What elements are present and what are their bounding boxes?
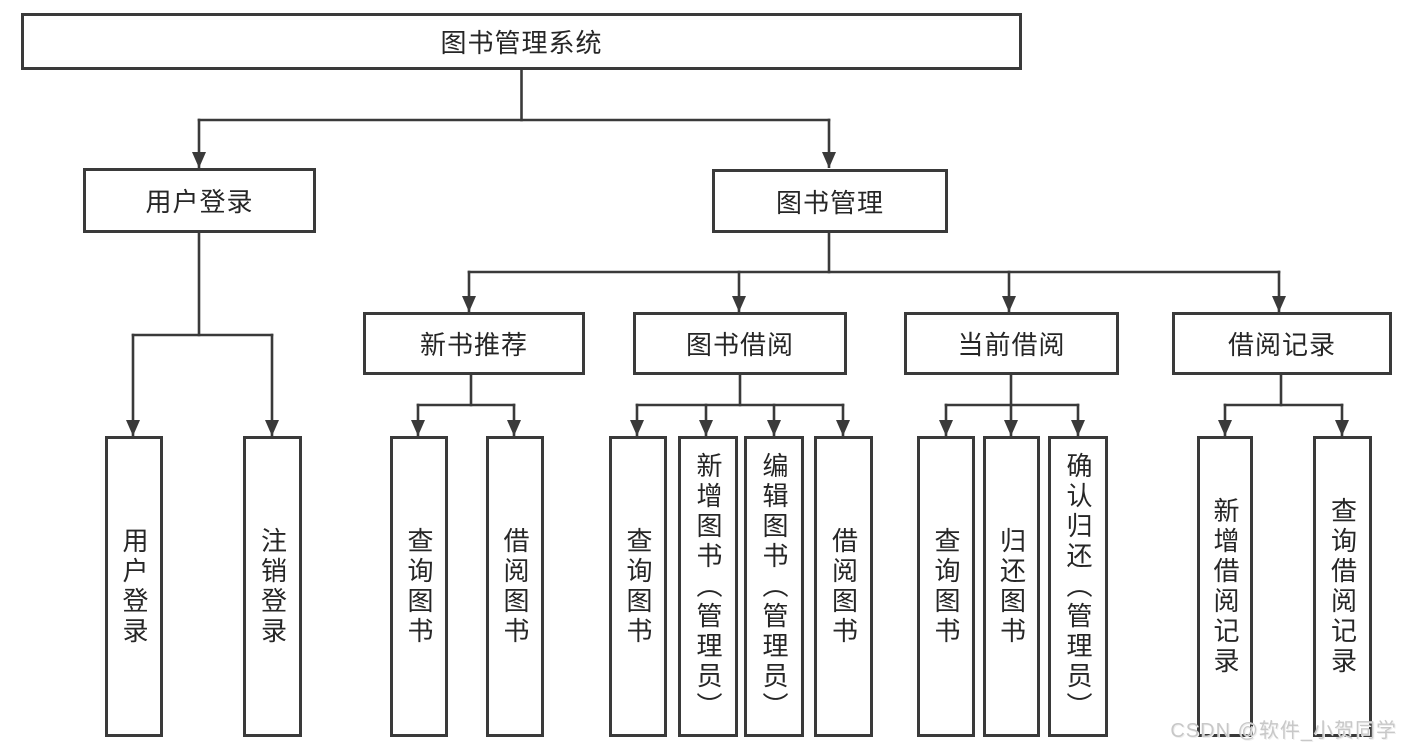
leaf-nbr-borrow-books: 借阅图书	[486, 436, 544, 737]
node-current-borrow: 当前借阅	[904, 312, 1119, 375]
leaf-cb-query-books-label: 查询图书	[931, 526, 961, 647]
leaf-user-login-label: 用户登录	[119, 526, 149, 647]
leaf-cb-confirm-return-admin-label: 确认归还（管理员）	[1063, 451, 1093, 722]
connector-new-book-rec-to-leaves	[411, 374, 521, 436]
node-current-borrow-label: 当前借阅	[957, 330, 1066, 360]
leaf-user-login: 用户登录	[105, 436, 163, 737]
node-user-login-label: 用户登录	[145, 187, 254, 217]
connector-book-borrow-to-leaves	[630, 374, 850, 436]
node-borrow-record-label: 借阅记录	[1227, 330, 1336, 360]
leaf-cb-query-books: 查询图书	[917, 436, 975, 737]
connector-current-borrow-to-leaves	[939, 374, 1085, 436]
node-new-book-rec-label: 新书推荐	[419, 330, 528, 360]
leaf-br-add-record-label: 新增借阅记录	[1210, 496, 1240, 677]
leaf-bb-add-books-admin-label: 新增图书（管理员）	[693, 451, 723, 722]
leaf-bb-edit-books-admin-label: 编辑图书（管理员）	[759, 451, 789, 722]
node-borrow-record: 借阅记录	[1172, 312, 1392, 375]
leaf-nbr-query-books: 查询图书	[390, 436, 448, 737]
connector-borrow-record-to-leaves	[1218, 374, 1349, 436]
leaf-br-query-record: 查询借阅记录	[1313, 436, 1372, 737]
leaf-logout-login-label: 注销登录	[257, 526, 288, 647]
node-root: 图书管理系统	[21, 13, 1022, 70]
node-book-mgmt-label: 图书管理	[775, 187, 884, 218]
node-book-borrow: 图书借阅	[633, 312, 847, 375]
connector-user-login-to-leaves	[126, 232, 279, 436]
node-new-book-rec: 新书推荐	[363, 312, 585, 375]
node-root-label: 图书管理系统	[440, 28, 603, 58]
leaf-bb-query-books-label: 查询图书	[623, 526, 653, 647]
leaf-bb-add-books-admin: 新增图书（管理员）	[678, 436, 738, 737]
leaf-bb-query-books: 查询图书	[609, 436, 667, 737]
node-user-login: 用户登录	[83, 168, 316, 233]
leaf-bb-borrow-books-label: 借阅图书	[828, 526, 859, 647]
leaf-nbr-borrow-books-label: 借阅图书	[500, 526, 530, 647]
csdn-watermark: CSDN @软件_小贺同学	[1170, 720, 1397, 742]
leaf-cb-return-books: 归还图书	[983, 436, 1040, 737]
leaf-logout-login: 注销登录	[243, 436, 302, 737]
leaf-nbr-query-books-label: 查询图书	[404, 526, 434, 647]
node-book-borrow-label: 图书借阅	[685, 330, 794, 360]
leaf-br-add-record: 新增借阅记录	[1197, 436, 1253, 737]
leaf-br-query-record-label: 查询借阅记录	[1327, 496, 1358, 677]
leaf-cb-confirm-return-admin: 确认归还（管理员）	[1048, 436, 1108, 737]
leaf-cb-return-books-label: 归还图书	[996, 526, 1027, 647]
connector-book-mgmt-to-level3	[462, 232, 1286, 312]
leaf-bb-borrow-books: 借阅图书	[814, 436, 873, 737]
node-book-mgmt: 图书管理	[712, 169, 948, 233]
leaf-bb-edit-books-admin: 编辑图书（管理员）	[744, 436, 804, 737]
connector-root-to-level2	[192, 69, 836, 168]
